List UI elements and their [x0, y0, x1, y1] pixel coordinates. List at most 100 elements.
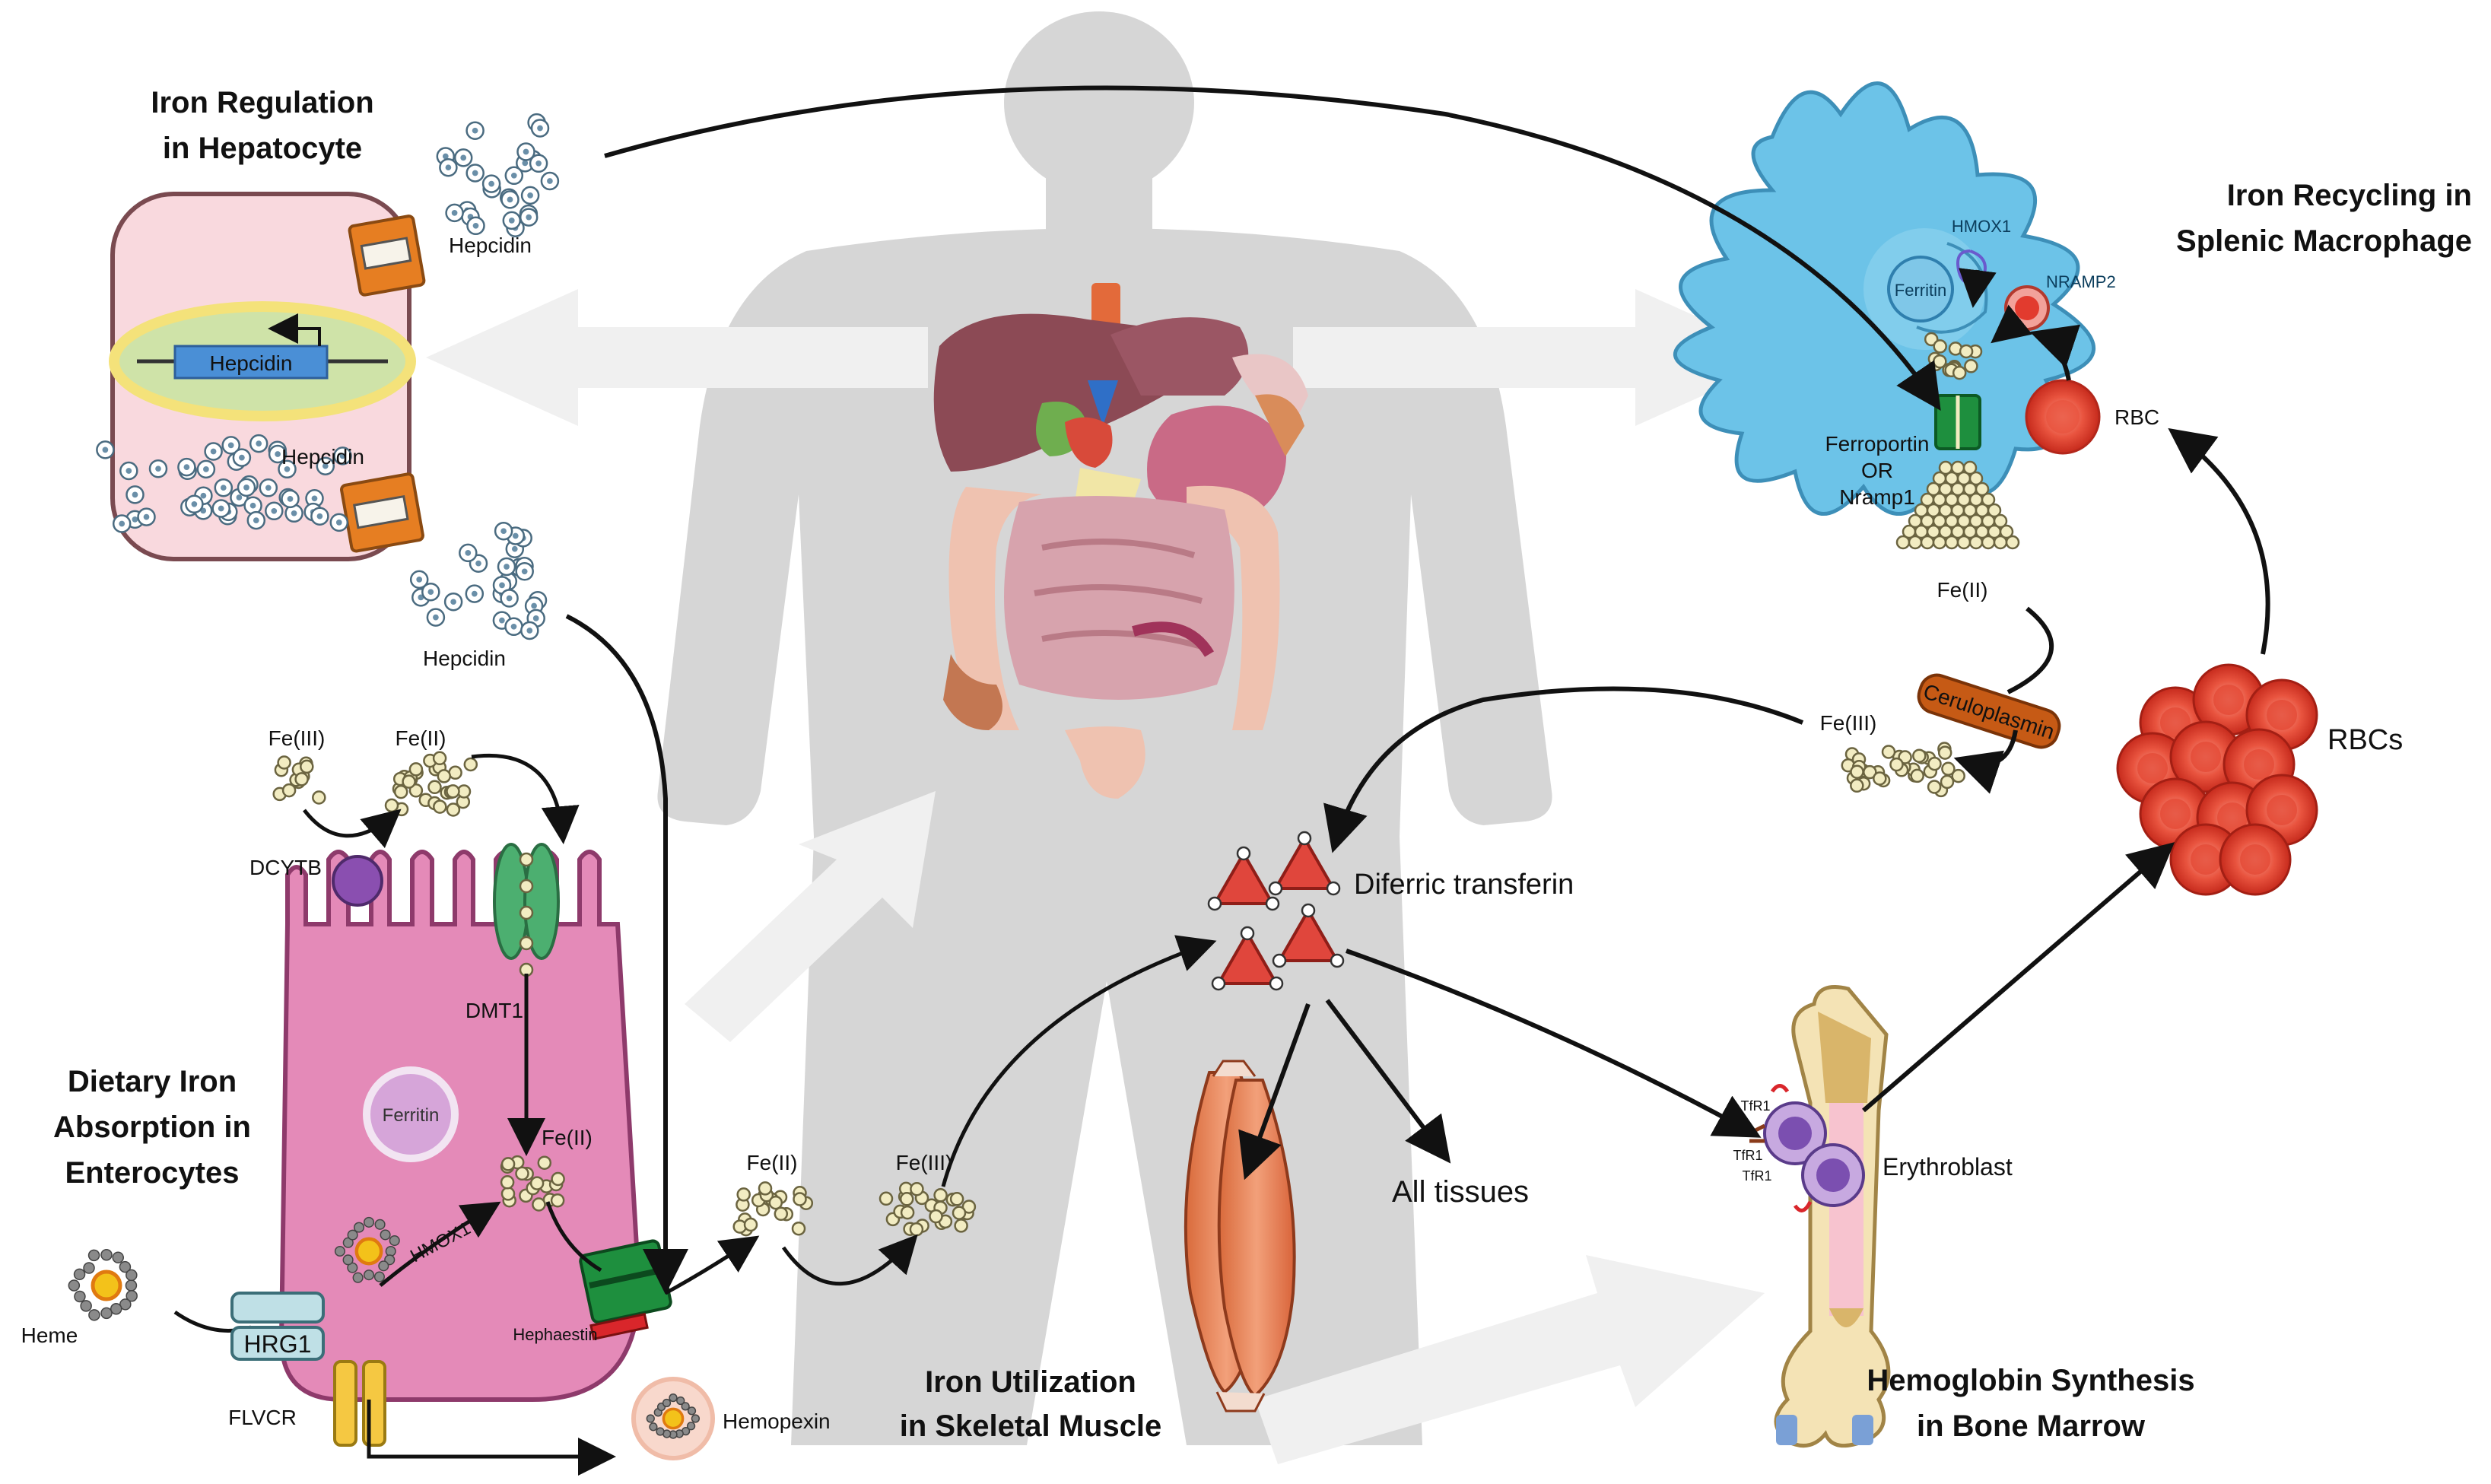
rbc-center	[2217, 802, 2248, 833]
rbc-cluster	[2116, 663, 2318, 896]
hepcidin-top-label: Hepcidin	[449, 234, 532, 257]
particle-core	[183, 464, 190, 470]
particle	[1944, 535, 1959, 550]
heme-atom	[686, 1422, 696, 1431]
particle-core	[126, 468, 132, 474]
particle-core	[256, 440, 262, 446]
particle	[952, 1206, 967, 1220]
particle	[550, 1193, 565, 1208]
particle	[1908, 535, 1923, 550]
particle	[277, 755, 291, 770]
tfr1-label-a: TfR1	[1740, 1098, 1770, 1114]
marrow-heading-line1: Hemoglobin Synthesis	[1867, 1364, 2194, 1397]
transferrin-molecule	[1276, 907, 1340, 962]
nramp2-vesicle	[2004, 285, 2050, 331]
heme-iron-core	[662, 1407, 685, 1430]
particle-core	[472, 170, 478, 176]
particle	[954, 1219, 968, 1233]
particle-core	[416, 577, 423, 583]
heme-atom	[353, 1222, 365, 1233]
particle	[402, 774, 416, 789]
particle-core	[535, 160, 542, 167]
particle-core	[511, 545, 518, 552]
particle-core	[335, 520, 342, 526]
particle-core	[239, 454, 245, 461]
rbc-center	[2160, 799, 2191, 829]
arrow-transferrin-to-muscle	[1238, 1003, 1311, 1181]
particle	[1956, 535, 1972, 550]
heme-atom	[126, 1290, 138, 1302]
long-bone	[1774, 985, 1891, 1448]
heme-atom	[389, 1235, 400, 1247]
particle	[910, 1181, 924, 1196]
particle	[1968, 535, 1984, 550]
particle	[774, 1206, 789, 1222]
particle	[532, 1197, 546, 1212]
particle	[519, 852, 534, 867]
ferroportin-channel-macrophage	[1934, 394, 1981, 450]
fe2-enterocyte-label: Fe(II)	[542, 1126, 593, 1149]
rbc-center	[2191, 844, 2221, 875]
particle-core	[227, 442, 234, 449]
transferrin-iron	[1211, 976, 1226, 991]
particle	[384, 798, 399, 813]
heme-atom	[363, 1270, 375, 1281]
heme-atom	[380, 1229, 391, 1241]
particle	[437, 769, 452, 783]
particle	[2005, 535, 2020, 550]
particle-core	[506, 595, 513, 602]
heme-atom	[669, 1393, 678, 1403]
heme-atom	[125, 1279, 138, 1292]
lumen-fe3-cluster	[272, 755, 326, 805]
particle	[1964, 359, 1978, 373]
hepatocyte-channel-top	[348, 214, 426, 297]
arrow-rbc-into-macrophage	[2029, 324, 2081, 381]
particle-core	[265, 485, 272, 491]
particle-core	[508, 218, 515, 224]
particle	[768, 1195, 783, 1210]
splenic-macrophage-cell: Ferritin HMOX1 NRAMP2	[1673, 81, 2116, 516]
ferritin-macrophage: Ferritin	[1887, 256, 1954, 323]
dmt1-label: DMT1	[465, 999, 523, 1022]
particle-core	[450, 599, 456, 605]
arrow-hepcidin-to-enterocyte	[565, 614, 688, 1295]
hrg1-label: HRG1	[244, 1330, 312, 1358]
heme-molecule-intracellular	[334, 1216, 400, 1283]
particle-core	[271, 507, 278, 514]
macrophage-heading-line1: Iron Recycling in	[2227, 179, 2472, 212]
fe2-lumen-label: Fe(II)	[396, 726, 446, 750]
particle-core	[547, 178, 553, 184]
particle-core	[203, 466, 209, 472]
particle-core	[311, 495, 318, 502]
particle-core	[527, 192, 533, 199]
particle-core	[475, 560, 481, 567]
particle	[1910, 768, 1924, 783]
heme-atom	[74, 1290, 86, 1303]
particle	[900, 1205, 915, 1220]
transferrin-iron	[1272, 953, 1287, 968]
fe2-blood-label: Fe(II)	[747, 1151, 798, 1174]
heme-atom	[87, 1249, 100, 1262]
particle-core	[418, 594, 424, 601]
particle	[500, 1187, 516, 1201]
hephaestin-ferroportin	[579, 1239, 672, 1341]
particle-core	[460, 154, 467, 161]
fe3-plasma-label: Fe(III)	[1820, 711, 1877, 735]
particle	[1889, 757, 1904, 772]
transferrin-iron	[1269, 976, 1284, 991]
particle	[899, 1192, 914, 1206]
particle	[515, 1166, 529, 1181]
ferritin-enterocyte: Ferritin	[363, 1066, 459, 1162]
particle	[1933, 339, 1947, 354]
muscle-heading-line2: in Skeletal Muscle	[900, 1409, 1162, 1443]
particle-core	[291, 510, 297, 516]
particle	[427, 780, 442, 795]
particle	[1912, 748, 1927, 763]
arrow-transferrin-to-marrow	[1345, 949, 1762, 1138]
hepcidin-inner-label: Hepcidin	[281, 445, 364, 469]
fe3-blood-label: Fe(III)	[896, 1151, 953, 1174]
heme-atom	[88, 1309, 100, 1321]
particle	[1850, 778, 1864, 793]
particle-core	[499, 617, 505, 624]
